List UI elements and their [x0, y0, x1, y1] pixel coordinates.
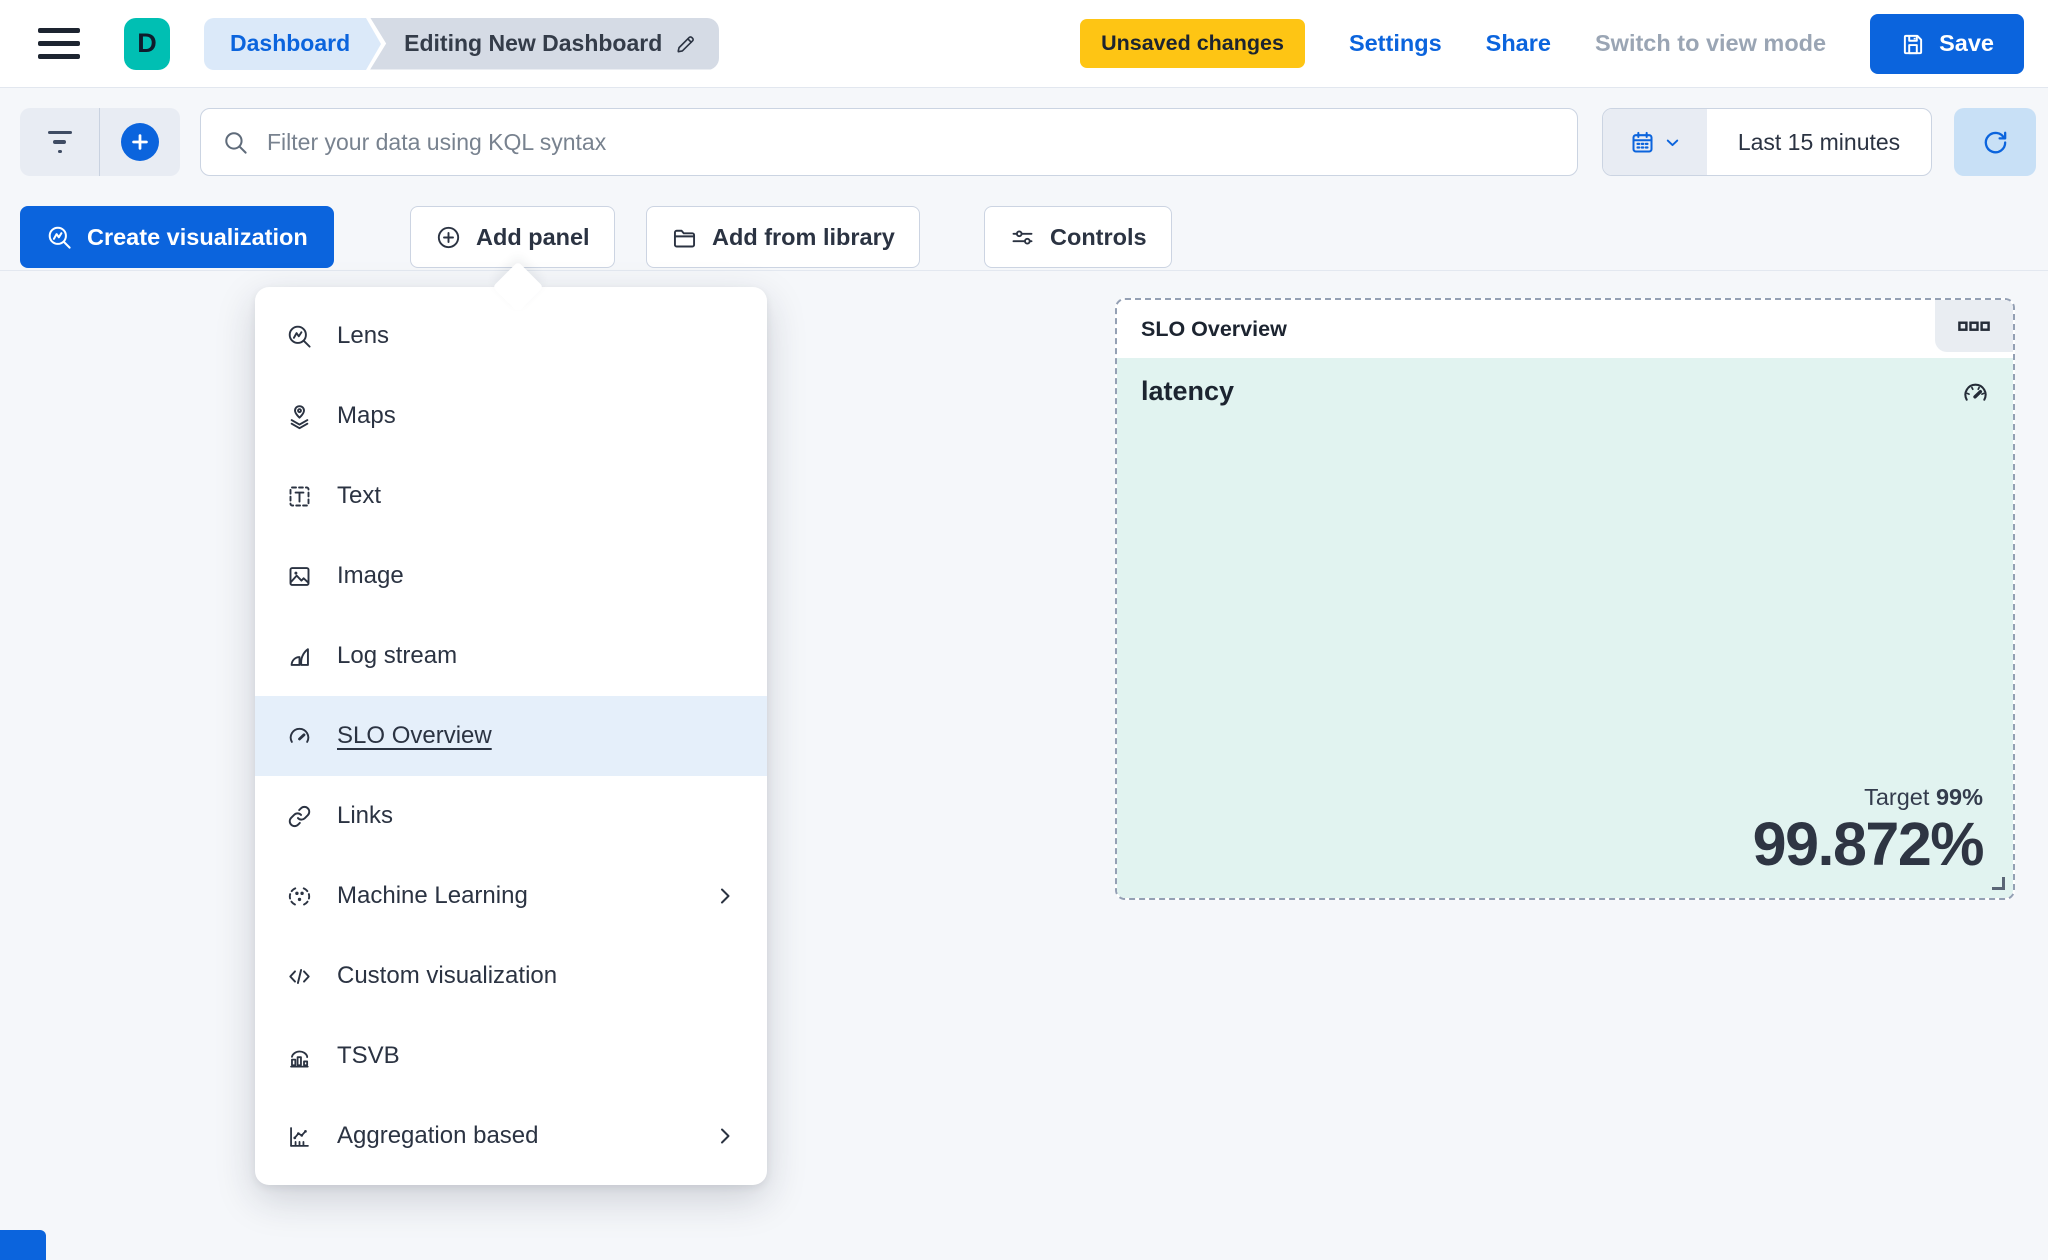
menu-item-links[interactable]: Links: [255, 776, 767, 856]
share-link[interactable]: Share: [1485, 30, 1551, 56]
chevron-down-icon: [1663, 133, 1682, 152]
breadcrumb-editing-new-dashboard[interactable]: Editing New Dashboard: [370, 17, 720, 70]
lens-icon: [46, 224, 73, 251]
add-panel-menu: Lens Maps Text Image: [255, 287, 767, 1185]
kql-search-input[interactable]: [200, 108, 1578, 176]
toolbar-divider: [0, 270, 2048, 271]
link-icon: [285, 803, 313, 830]
gauge-icon: [285, 723, 313, 750]
slo-name: latency: [1141, 376, 1235, 406]
time-range-value[interactable]: Last 15 minutes: [1737, 128, 1901, 155]
chevron-right-icon: [713, 1124, 737, 1148]
settings-link[interactable]: Settings: [1348, 30, 1442, 56]
chevron-right-icon: [713, 884, 737, 908]
add-panel-button[interactable]: Add panel: [410, 206, 615, 268]
slo-value: 99.872%: [1752, 809, 1985, 878]
tsvb-icon: [285, 1043, 313, 1070]
unsaved-changes-badge: Unsaved changes: [1080, 19, 1305, 68]
filter-icon: [47, 130, 72, 154]
panel-header: SLO Overview: [1117, 300, 2013, 358]
panel-options-button[interactable]: [1935, 300, 2013, 352]
refresh-icon: [1981, 128, 2010, 157]
time-range-picker: Last 15 minutes: [1602, 108, 1932, 176]
menu-item-log-stream[interactable]: Log stream: [255, 616, 767, 696]
save-icon: [1900, 31, 1926, 57]
boxes-horizontal-icon: [1958, 321, 1990, 332]
clipped-blue-element: [0, 1230, 46, 1260]
lens-icon: [285, 323, 313, 350]
panel-title: SLO Overview: [1141, 316, 1287, 341]
breadcrumb-dashboard[interactable]: Dashboard: [204, 17, 382, 70]
code-icon: [285, 963, 313, 990]
filter-controls-group: [20, 108, 180, 176]
log-stream-icon: [285, 643, 313, 670]
text-icon: [285, 483, 313, 510]
plus-circle-icon: [121, 123, 159, 161]
controls-button[interactable]: Controls: [984, 206, 1172, 268]
filter-menu-button[interactable]: [20, 108, 100, 176]
switch-to-view-mode-link[interactable]: Switch to view mode: [1594, 30, 1827, 56]
slo-metric-body: latency Target 99% 99.872%: [1117, 358, 2013, 898]
menu-hamburger-icon[interactable]: [38, 28, 80, 59]
menu-item-machine-learning[interactable]: Machine Learning: [255, 856, 767, 936]
add-from-library-button[interactable]: Add from library: [646, 206, 920, 268]
slo-values: Target 99% 99.872%: [1752, 783, 1985, 878]
menu-item-slo-overview[interactable]: SLO Overview: [255, 696, 767, 776]
gauge-icon: [1960, 378, 1991, 409]
date-picker-menu-button[interactable]: [1603, 109, 1707, 175]
add-filter-button[interactable]: [100, 108, 180, 176]
sliders-icon: [1009, 224, 1036, 251]
aggregation-icon: [285, 1123, 313, 1150]
menu-item-tsvb[interactable]: TSVB: [255, 1016, 767, 1096]
top-navigation-bar: D Dashboard Editing New Dashboard Unsave…: [0, 0, 2048, 88]
elastic-logo[interactable]: D: [124, 17, 170, 70]
breadcrumb-arrow: [366, 17, 382, 70]
menu-item-custom-visualization[interactable]: Custom visualization: [255, 936, 767, 1016]
image-icon: [285, 563, 313, 590]
plus-circle-icon: [435, 224, 462, 251]
pencil-icon[interactable]: [674, 32, 697, 55]
topbar-actions: Unsaved changes Settings Share Switch to…: [1080, 13, 2024, 74]
refresh-button[interactable]: [1954, 108, 2036, 176]
panel-resize-handle[interactable]: [1992, 877, 2005, 890]
maps-icon: [285, 403, 313, 430]
menu-item-text[interactable]: Text: [255, 456, 767, 536]
machine-learning-icon: [285, 883, 313, 910]
calendar-icon: [1629, 129, 1656, 156]
slo-target: Target 99%: [1864, 783, 1983, 810]
save-button[interactable]: Save: [1870, 13, 2024, 74]
breadcrumb: Dashboard Editing New Dashboard: [204, 17, 720, 70]
menu-item-maps[interactable]: Maps: [255, 376, 767, 456]
search-icon: [222, 129, 249, 156]
kql-search: [200, 108, 1578, 176]
menu-item-image[interactable]: Image: [255, 536, 767, 616]
menu-item-aggregation-based[interactable]: Aggregation based: [255, 1096, 767, 1176]
menu-item-lens[interactable]: Lens: [255, 296, 767, 376]
folder-icon: [671, 224, 698, 251]
slo-overview-panel[interactable]: SLO Overview latency Target 99% 99.872%: [1115, 298, 2015, 900]
create-visualization-button[interactable]: Create visualization: [20, 206, 334, 268]
